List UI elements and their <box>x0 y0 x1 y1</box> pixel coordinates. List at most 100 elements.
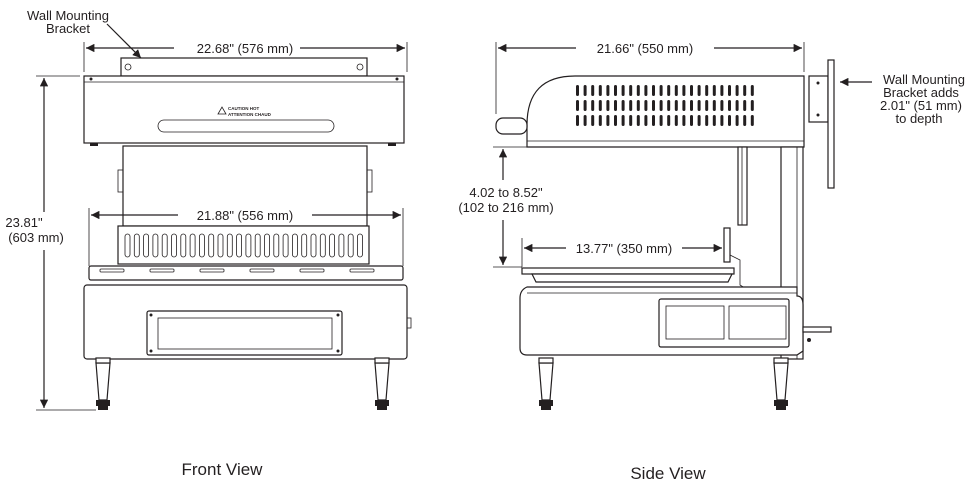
front-bracket-label-line1: Wall Mounting <box>27 8 109 23</box>
side-vent-slot <box>690 85 693 96</box>
side-vent-slot <box>743 100 747 111</box>
side-vent-slot <box>576 85 579 96</box>
side-vent-slot <box>720 115 724 126</box>
front-vent-slots <box>124 233 363 258</box>
side-vent-slot <box>652 115 655 126</box>
front-leg-left <box>95 362 111 401</box>
side-vent-slot <box>644 115 648 126</box>
front-window <box>146 310 343 356</box>
plate-tab <box>249 268 275 273</box>
side-vent-slot <box>682 85 686 96</box>
side-handle <box>495 117 528 135</box>
side-vent-slot <box>728 100 731 111</box>
side-vent-slot <box>705 115 709 126</box>
side-vent-slot <box>591 85 595 96</box>
side-vent-slot <box>606 100 610 111</box>
front-vent-slot <box>282 233 289 258</box>
plate-tab <box>199 268 225 273</box>
caution-triangle-icon <box>217 106 227 115</box>
side-platen-depth-label: 13.77" (350 mm) <box>576 241 672 256</box>
side-vent-slot <box>750 115 754 126</box>
side-vent-slot <box>583 115 587 126</box>
front-vent-slot <box>198 233 205 258</box>
side-lever <box>723 227 731 263</box>
front-handle-slot <box>157 119 335 133</box>
side-vent-slot <box>697 100 701 111</box>
front-wall-bracket <box>120 57 368 77</box>
side-vent-slot <box>576 100 579 111</box>
front-vent-slot <box>338 233 345 258</box>
side-vent-slot <box>621 85 625 96</box>
side-leg-left <box>538 362 554 401</box>
side-vent-slot <box>629 100 633 111</box>
front-height-line1: 23.81" <box>5 215 43 230</box>
side-vent-slot <box>614 100 617 111</box>
front-width-plate-label: 21.88" (556 mm) <box>197 208 293 223</box>
side-vent-slot <box>659 115 663 126</box>
front-vent-slot <box>310 233 317 258</box>
front-height-line2: (603 mm) <box>8 230 64 245</box>
side-vent-slot <box>659 100 663 111</box>
front-vent-slot <box>319 233 326 258</box>
front-vent-slot <box>180 233 187 258</box>
front-vent-slot <box>291 233 298 258</box>
front-vent-slot <box>189 233 196 258</box>
side-vent-slot <box>735 100 739 111</box>
side-vent-slot <box>743 115 747 126</box>
side-vent-slot <box>621 100 625 111</box>
side-vent-slot <box>583 85 587 96</box>
side-vent-slot <box>614 115 617 126</box>
side-vent-slot <box>659 85 663 96</box>
side-vent-slot <box>712 85 716 96</box>
front-vent-slot <box>124 233 131 258</box>
side-upper-head <box>526 75 805 148</box>
side-vent-slot <box>720 100 724 111</box>
front-vent-slot <box>245 233 252 258</box>
front-grill-plate <box>88 265 404 281</box>
side-vent-slot <box>667 100 671 111</box>
caution-label-line1: CAUTION HOT <box>228 106 259 111</box>
front-vent-slot <box>152 233 159 258</box>
front-vent-slot <box>329 233 336 258</box>
side-bracket-note-line3: 2.01" (51 mm) <box>880 98 962 113</box>
side-vent-slot <box>674 85 678 96</box>
front-vent-slot <box>273 233 280 258</box>
side-vent-slot <box>667 115 671 126</box>
plate-tab <box>149 268 175 273</box>
side-vent-slot <box>674 100 678 111</box>
side-depth-label: 21.66" (550 mm) <box>597 41 693 56</box>
side-vent-slot <box>743 85 747 96</box>
front-bracket-label-line2: Bracket <box>46 21 90 36</box>
front-bracket-leader <box>106 23 142 59</box>
side-vent-slot <box>690 100 693 111</box>
side-vent-slot <box>652 100 655 111</box>
front-vent-slot <box>208 233 215 258</box>
side-vent-slot <box>644 85 648 96</box>
side-view-label: Side View <box>630 464 706 483</box>
side-vent-slot <box>682 115 686 126</box>
side-vent-slot <box>697 85 701 96</box>
side-vent-slot <box>576 115 579 126</box>
side-vent-slot <box>735 85 739 96</box>
side-leg-right <box>773 362 789 401</box>
side-vent-slot <box>720 85 724 96</box>
front-vent-slot <box>357 233 363 258</box>
side-gap-line2: (102 to 216 mm) <box>458 200 553 215</box>
plate-tab <box>349 268 375 273</box>
side-vent-slot <box>697 115 701 126</box>
side-vent-slot <box>652 85 655 96</box>
front-vent-slot <box>171 233 177 258</box>
side-power-cord <box>802 326 832 333</box>
front-vent-slot <box>161 233 168 258</box>
front-vent-slot <box>236 233 243 258</box>
front-vent-slot <box>347 233 354 258</box>
side-vent-slot <box>591 115 595 126</box>
side-vent-slots <box>576 85 754 126</box>
front-vent-slot <box>143 233 150 258</box>
side-vent-slot <box>750 85 754 96</box>
front-vent-slot <box>133 233 140 258</box>
front-vented-platen <box>117 225 370 265</box>
side-vent-slot <box>712 100 716 111</box>
side-vent-slot <box>629 85 633 96</box>
